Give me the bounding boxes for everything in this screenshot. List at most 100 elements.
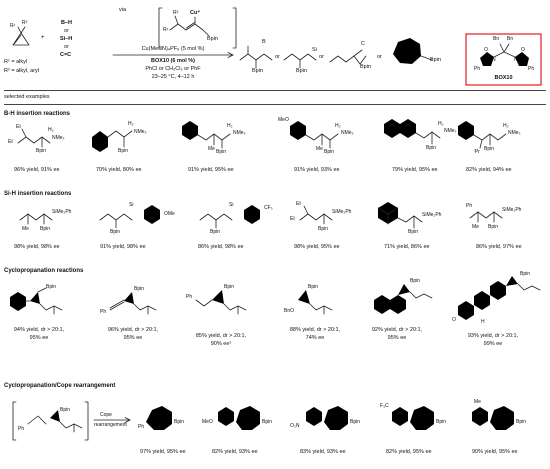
header-or-1: or (275, 54, 280, 60)
cope2-meo: MeO (202, 419, 213, 425)
sih1-bpin: Bpin (40, 226, 51, 232)
intermediate-cu: Cu⁺ (190, 10, 201, 16)
cope5-bpin: Bpin (516, 419, 527, 425)
cp5-bpin: Bpin (410, 278, 421, 284)
bh6-nme3: NMe₃ (508, 130, 521, 136)
bh1-nme3: NMe₃ (52, 135, 65, 141)
cp6-yield-2: 99% ee (483, 341, 503, 347)
bh5-bpin: Bpin (426, 145, 437, 151)
reagent-r1-label: R¹ (10, 23, 16, 29)
cp2-ph: Ph (100, 309, 107, 315)
bh6-bpin: Bpin (484, 146, 495, 152)
sih6-me: Me (472, 224, 479, 230)
bh4-h2: H₂ (335, 123, 341, 129)
section-sih-title: Si-H insertion reactions (4, 191, 72, 197)
sih4-et-top: Et (296, 201, 301, 207)
bh6-h2: H₂ (503, 123, 509, 129)
cp6-h: H (481, 319, 485, 325)
selected-examples-label: selected examples (4, 94, 50, 100)
r1-definition: R¹ = alkyl (4, 59, 28, 65)
cp3-bpin: Bpin (224, 284, 235, 290)
examples-divider (4, 104, 546, 105)
bh1-et-top: Et (16, 124, 21, 130)
section-cope-title: Cyclopropanation/Cope rearrangement (4, 383, 116, 389)
header-divider (4, 90, 546, 91)
product1-b: B (262, 39, 266, 45)
sih4-yield: 98% yield, 95% ee (294, 244, 340, 250)
bh-structures (17, 119, 507, 152)
sih2-si: Si (129, 202, 134, 208)
bh1-h2: H₂ (48, 127, 54, 133)
sih3-cf3: CF₃ (264, 205, 273, 211)
conditions-line-1: Cu(MeCN)₄PF₆ (5 mol %) (141, 46, 205, 52)
cope4-bpin: Bpin (436, 419, 447, 425)
bh3-me: Me (208, 146, 215, 152)
box10-frame (465, 33, 542, 86)
bh4-nme3: NMe₃ (341, 130, 354, 136)
cp5-yield-1: 92% yield, dr > 20:1, (371, 327, 423, 333)
bh5-h2: H₂ (438, 121, 444, 127)
bh1-bpin: Bpin (36, 148, 47, 154)
cp4-yield-1: 88% yield, dr > 20:1, (289, 327, 341, 333)
bh2-nme3: NMe₃ (134, 129, 147, 135)
ligand-bn-2: Bn (507, 36, 514, 42)
cope-sm-bpin: Bpin (60, 407, 71, 413)
plus-sign: + (41, 35, 45, 41)
sih4-bpin: Bpin (318, 226, 329, 232)
product2-si: Si (312, 47, 317, 53)
bh6-yield: 82% yield, 94% ee (466, 167, 512, 173)
ligand-name: BOX10 (494, 75, 513, 81)
reagent-cc: C=C (60, 52, 72, 58)
bh4-yield: 91% yield, 93% ee (294, 167, 340, 173)
cp2-yield-1: 96% yield, dr > 20:1, (107, 327, 159, 333)
product4-bpin: Bpin (430, 57, 442, 63)
sih3-bpin: Bpin (210, 229, 221, 235)
sih6-yield: 86% yield, 97% ee (476, 244, 522, 250)
header-or-2: or (319, 54, 324, 60)
r2-definition: R² = alkyl, aryl (4, 68, 39, 74)
reagent-r2-label: R² (22, 20, 28, 26)
ligand-n-2: N (514, 57, 518, 63)
bh1-yield: 96% yield, 91% ee (14, 167, 60, 173)
sih3-si: Si (229, 202, 234, 208)
ligand-ph-2: Ph (528, 66, 535, 72)
sih6-ph: Ph (466, 203, 473, 209)
bh5-yield: 79% yield, 95% ee (392, 167, 438, 173)
sih2-bpin: Bpin (110, 229, 121, 235)
cope4-f3c: F₃C (380, 403, 389, 409)
cp5-yield-2: 95% ee (387, 335, 407, 341)
cope1-bpin: Bpin (174, 419, 185, 425)
bh2-bpin: Bpin (118, 148, 129, 154)
cope1-ph: Ph (138, 424, 145, 430)
ligand-ph-1: Ph (474, 66, 481, 72)
cope3-o2n: O₂N (290, 423, 300, 429)
cope3-bpin: Bpin (350, 419, 361, 425)
bh3-h2: H₂ (227, 123, 233, 129)
reagent-or-2: or (64, 44, 69, 50)
cp4-bno: BnO (284, 308, 295, 314)
cp3-ph: Ph (186, 294, 193, 300)
sih4-sime2ph: SiMe₂Ph (332, 209, 352, 215)
sih1-me: Me (22, 226, 29, 232)
product3-bpin: Bpin (360, 64, 372, 70)
bh6-ipr: ⁱPr (474, 149, 480, 155)
intermediate-r1: R¹ (163, 27, 169, 33)
ligand-bn-1: Bn (493, 36, 500, 42)
bh4-bpin: Bpin (324, 149, 335, 155)
product1-bpin: Bpin (252, 68, 264, 74)
header-or-3: or (377, 54, 382, 60)
cope2-yield: 82% yield, 93% ee (212, 449, 258, 455)
cope5-me: Me (474, 399, 481, 405)
section-bh-title: B-H insertion reactions (4, 111, 71, 117)
cp6-me: Me (467, 305, 474, 311)
bh3-yield: 91% yield, 95% ee (188, 167, 234, 173)
cp3-yield-1: 85% yield, dr > 20:1, (195, 333, 247, 339)
cyclopropene-structure (12, 26, 30, 46)
bh4-me: Me (316, 146, 323, 152)
reagent-sih: Si–H (60, 36, 73, 42)
cp1-bpin: Bpin (46, 284, 57, 290)
sih4-et: Et (290, 216, 295, 222)
bh2-h2: H₂ (128, 121, 134, 127)
reagent-or-1: or (64, 28, 69, 34)
